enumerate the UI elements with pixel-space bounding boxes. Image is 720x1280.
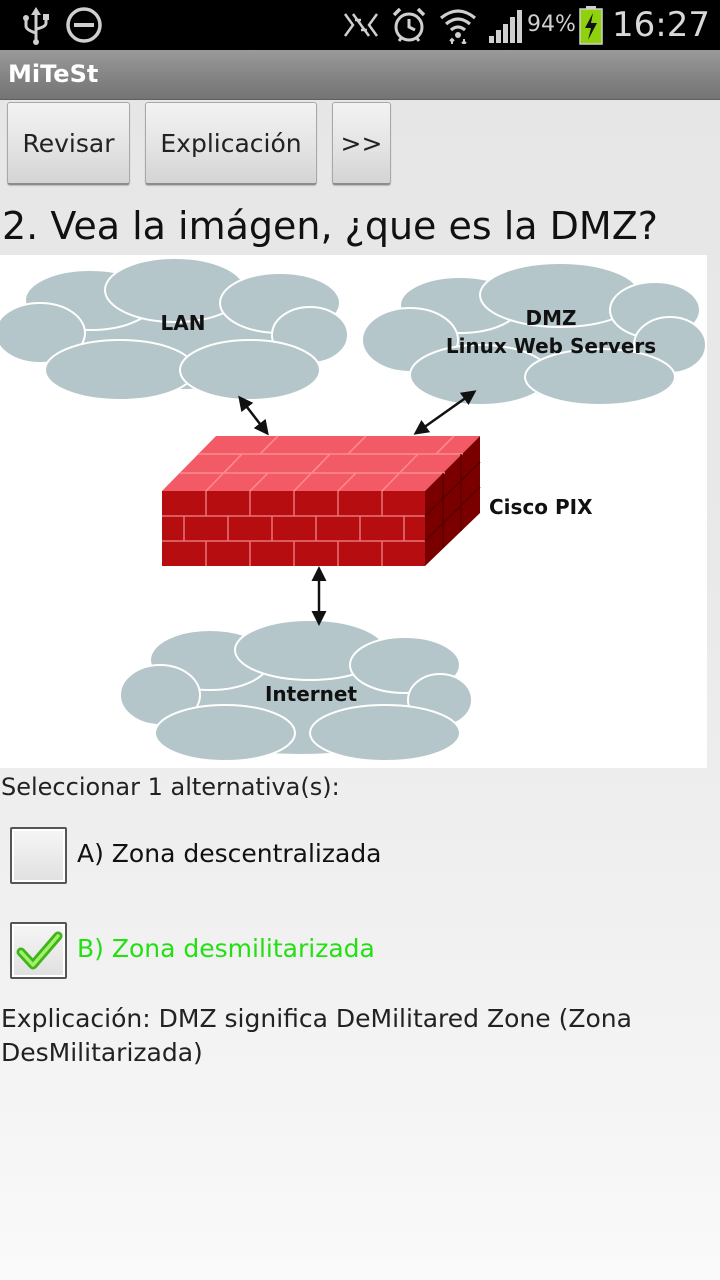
app-title: MiTeSt bbox=[8, 60, 99, 88]
question-title: 2. Vea la imágen, ¿que es la DMZ? bbox=[2, 204, 658, 248]
explicacion-button[interactable]: Explicación bbox=[145, 102, 317, 185]
lan-firewall-arrow bbox=[238, 395, 269, 436]
do-not-disturb-icon bbox=[66, 7, 102, 43]
instruction-text: Seleccionar 1 alternativa(s): bbox=[1, 773, 340, 801]
option-b[interactable]: B) Zona desmilitarizada bbox=[10, 922, 430, 980]
status-bar: 94% 16:27 bbox=[0, 0, 720, 50]
checkmark-icon bbox=[16, 931, 63, 970]
firewall-label: Cisco PIX bbox=[489, 495, 593, 519]
alarm-icon bbox=[392, 7, 426, 42]
option-b-label: B) Zona desmilitarizada bbox=[77, 934, 375, 963]
dmz-firewall-arrow bbox=[413, 390, 477, 435]
network-diagram: LAN DMZ Linux Web Servers Internet bbox=[0, 255, 707, 768]
clock: 16:27 bbox=[612, 5, 710, 45]
option-b-checkbox[interactable] bbox=[10, 922, 67, 979]
lan-label: LAN bbox=[161, 311, 206, 335]
signal-icon bbox=[489, 10, 522, 43]
nfc-icon bbox=[343, 13, 379, 37]
next-button[interactable]: >> bbox=[332, 102, 391, 185]
battery-charging-icon bbox=[579, 6, 603, 45]
lan-cloud bbox=[0, 257, 349, 401]
revisar-button[interactable]: Revisar bbox=[7, 102, 130, 185]
internet-cloud bbox=[119, 619, 473, 762]
option-a[interactable]: A) Zona descentralizada bbox=[10, 827, 430, 885]
option-a-label: A) Zona descentralizada bbox=[77, 839, 382, 868]
dmz-label: DMZ bbox=[525, 306, 576, 330]
wifi-icon bbox=[439, 9, 477, 44]
usb-icon bbox=[23, 7, 49, 45]
action-bar: MiTeSt bbox=[0, 50, 720, 100]
option-a-checkbox[interactable] bbox=[10, 827, 67, 884]
firewall-icon bbox=[162, 435, 481, 566]
dmz-cloud bbox=[361, 262, 707, 406]
battery-percent: 94% bbox=[527, 12, 576, 37]
dmz-sublabel: Linux Web Servers bbox=[446, 334, 656, 358]
explanation-text: Explicación: DMZ significa DeMilitared Z… bbox=[1, 1004, 632, 1067]
internet-label: Internet bbox=[265, 682, 357, 706]
